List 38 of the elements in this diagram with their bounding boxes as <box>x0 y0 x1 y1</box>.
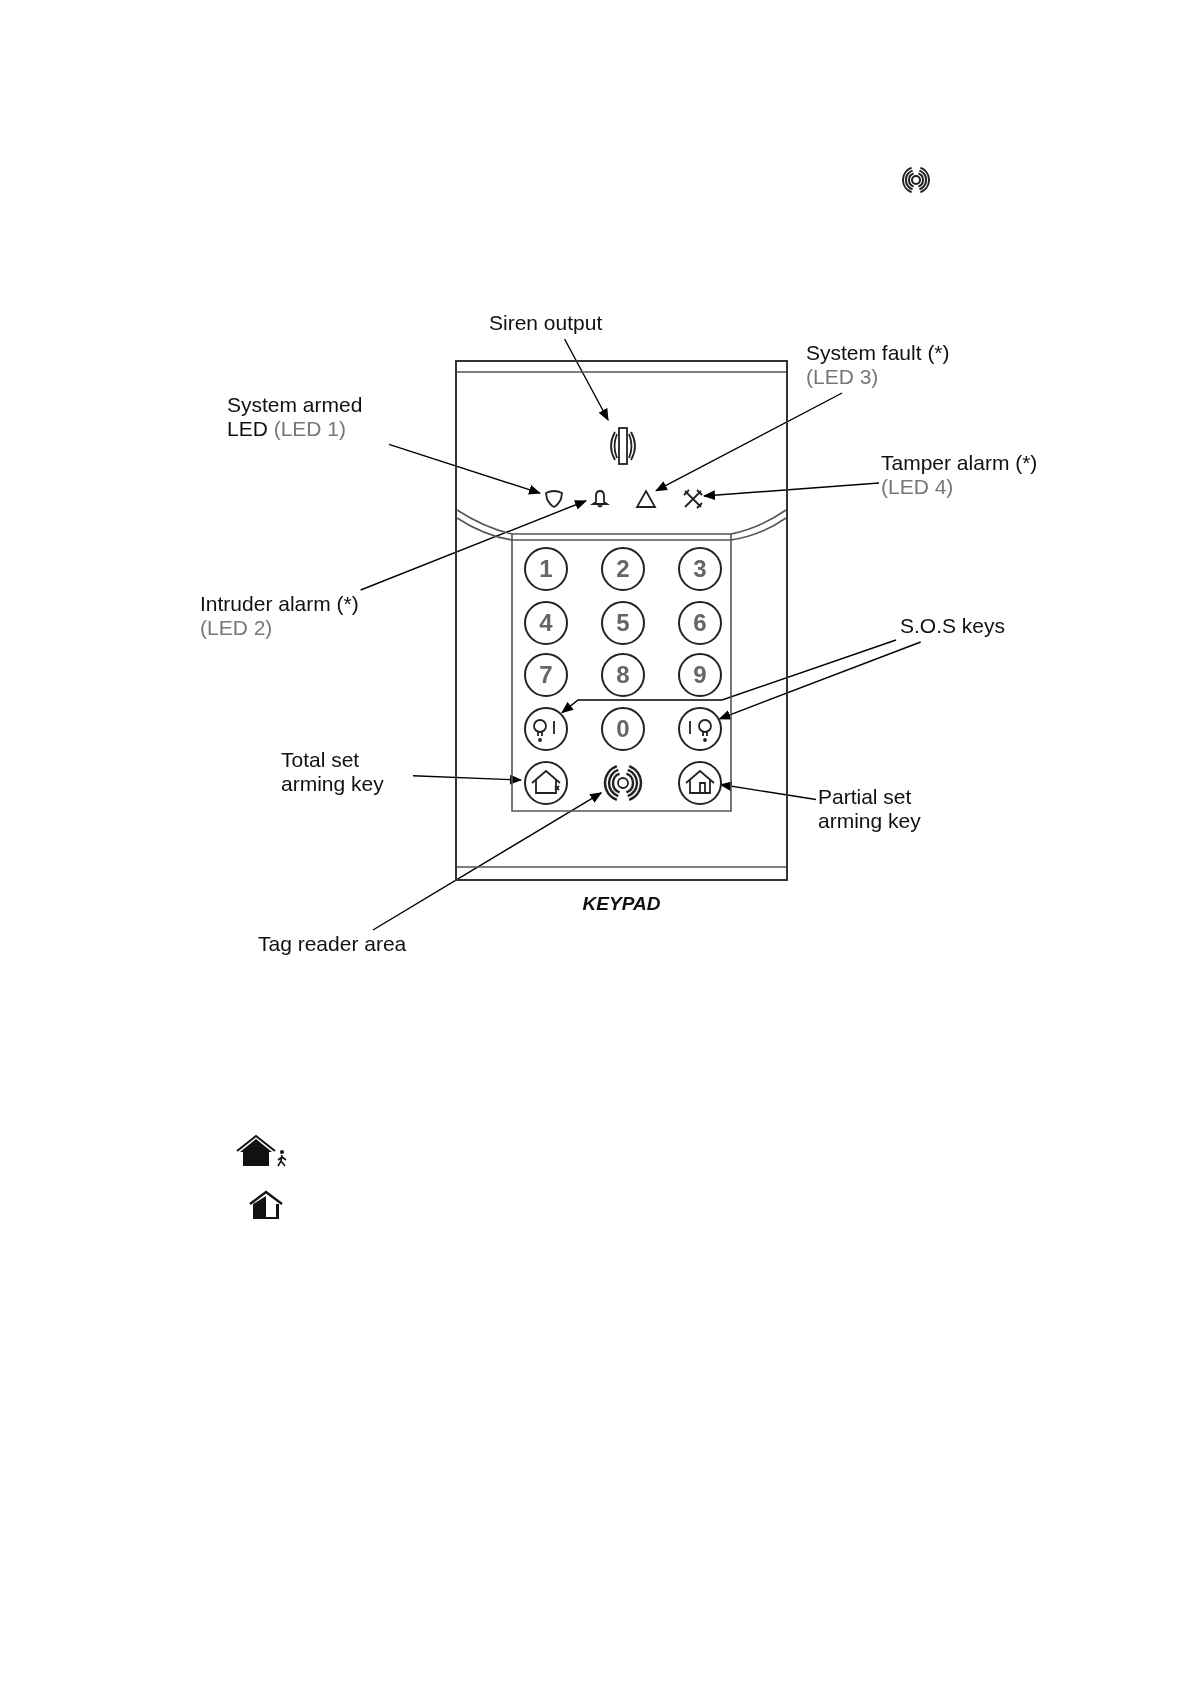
callout-label: Siren output <box>489 311 624 337</box>
arrow <box>703 482 880 501</box>
bell-icon <box>590 488 610 508</box>
callout-label: Tag reader area <box>258 932 438 958</box>
callout-label: S.O.S keys <box>900 614 1020 640</box>
number-key: 2 <box>601 547 645 591</box>
number-key: 7 <box>524 653 568 697</box>
callout-label: Tamper alarm (*) (LED 4) <box>881 451 1066 501</box>
keypad-label: KEYPAD <box>581 893 662 915</box>
callout-label: Intruder alarm (*) (LED 2) <box>200 592 385 642</box>
number-key: 4 <box>524 601 568 645</box>
callout-label: System fault (*) (LED 3) <box>806 341 981 391</box>
callout-label: System armed LED (LED 1) <box>227 393 387 443</box>
number-key: 3 <box>678 547 722 591</box>
arrow <box>388 443 541 495</box>
arrow <box>719 781 817 801</box>
sos-key <box>678 707 722 751</box>
shield-icon <box>544 489 564 509</box>
arrow <box>563 338 609 421</box>
number-key: 8 <box>601 653 645 697</box>
number-key: 1 <box>524 547 568 591</box>
arrow <box>718 641 922 720</box>
arrow <box>412 774 522 785</box>
arrow <box>561 639 897 714</box>
sos-key <box>524 707 568 751</box>
number-key: 9 <box>678 653 722 697</box>
arrow <box>359 500 587 591</box>
number-key: 0 <box>601 707 645 751</box>
number-key: 5 <box>601 601 645 645</box>
callout-label: Partial set arming key <box>818 785 948 835</box>
arrow <box>372 792 603 931</box>
tools-icon <box>682 488 704 510</box>
house-key <box>678 761 722 805</box>
house-key <box>524 761 568 805</box>
warning-triangle-icon <box>636 489 656 509</box>
number-key: 6 <box>678 601 722 645</box>
arrow <box>655 392 843 492</box>
callout-label: Total set arming key <box>281 748 411 798</box>
